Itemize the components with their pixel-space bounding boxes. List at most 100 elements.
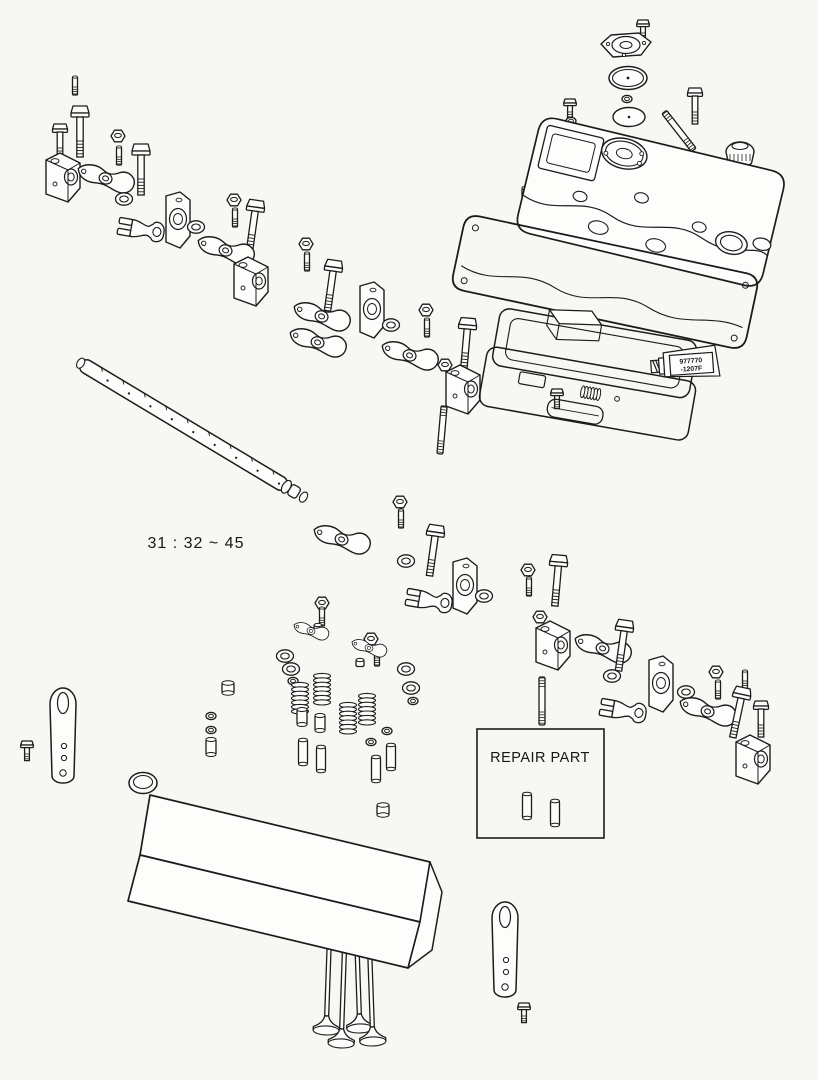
part-cap3: [355, 657, 365, 668]
part-rocker: [313, 525, 371, 555]
part-eye: [491, 901, 519, 998]
part-guide: [370, 754, 382, 784]
part-bracket44: [452, 557, 478, 615]
part-guide: [549, 798, 561, 828]
part-washer: [602, 669, 622, 683]
part-studS: [71, 75, 79, 96]
part-fork: [116, 216, 165, 243]
part-boltL: [245, 198, 266, 252]
part-boltL: [457, 316, 478, 370]
part-pedestal: [445, 364, 481, 415]
part-lifter: [314, 713, 326, 733]
part-boltS: [636, 19, 650, 41]
sealant-tube-number: 977770: [679, 357, 702, 366]
part-studS: [741, 669, 749, 690]
part-nut: [226, 193, 242, 207]
part-studS: [115, 145, 123, 166]
part-rocker: [293, 302, 351, 332]
part-boltL: [131, 143, 151, 196]
repair-part-border: [476, 728, 605, 839]
part-studS: [303, 251, 311, 272]
part-ringS: [287, 676, 299, 686]
part-nut: [110, 129, 126, 143]
part-guide: [521, 791, 533, 821]
part-plate57: [600, 32, 652, 58]
part-washer: [474, 589, 494, 603]
part-spring: [338, 701, 358, 735]
part-nut: [298, 237, 314, 251]
valve-cover: [516, 117, 785, 287]
part-boltL: [728, 685, 752, 739]
repair-part-box: REPAIR PART: [476, 728, 605, 839]
part-studL: [436, 405, 448, 455]
part-rocker: [289, 328, 347, 358]
part-ringS: [205, 725, 217, 735]
part-valve: [327, 944, 355, 1049]
part-eye: [49, 687, 77, 784]
part-spring: [312, 672, 332, 706]
part-washer: [396, 554, 416, 568]
part-pedestal: [233, 256, 269, 307]
part-nut: [520, 563, 536, 577]
repair-part-title: REPAIR PART: [490, 750, 590, 766]
part-ringS: [621, 94, 633, 104]
part-washer: [381, 318, 401, 332]
part-bracket44: [165, 191, 191, 249]
part-studS: [714, 679, 722, 700]
part-fork: [404, 587, 453, 614]
part-bracket44: [359, 281, 385, 339]
part-studS: [423, 317, 431, 338]
part-nut: [418, 303, 434, 317]
rocker-shaft: [75, 357, 309, 503]
part-rocker: [197, 236, 255, 266]
part-studS: [397, 508, 405, 529]
part-spring: [357, 692, 377, 726]
part-cupplug: [128, 771, 158, 795]
part-ringS: [381, 726, 393, 736]
part-valve: [312, 931, 340, 1036]
part-washer: [186, 220, 206, 234]
part-boltM: [752, 700, 770, 738]
part-guide: [385, 742, 397, 772]
cover-gasket: [451, 215, 759, 349]
part-pedestal: [535, 620, 571, 671]
part-nut: [437, 358, 453, 372]
part-boltM: [686, 87, 704, 125]
part-studS: [231, 207, 239, 228]
part-guide: [315, 744, 327, 774]
part-fork: [598, 697, 647, 724]
part-smallplug: [376, 802, 390, 818]
part-lifter: [296, 707, 308, 727]
part-boltL: [323, 258, 344, 312]
part-nut: [532, 610, 548, 624]
part-studS: [525, 576, 533, 597]
part-ringS: [365, 737, 377, 747]
part-rocker: [77, 164, 135, 194]
part-washer: [676, 685, 696, 699]
part-ringS: [205, 711, 217, 721]
plate-spring: [580, 385, 602, 401]
part-smallplug: [221, 680, 235, 696]
part-valve: [346, 929, 374, 1034]
part-boltS: [550, 388, 564, 410]
part-rockerS: [351, 639, 388, 658]
part-studL: [661, 110, 697, 152]
part-studL: [538, 676, 546, 726]
part-boltS: [20, 740, 34, 762]
part-disc56: [612, 106, 646, 128]
part-washer: [401, 681, 421, 695]
part-ringS: [407, 696, 419, 706]
part-washer: [114, 192, 134, 206]
part-nut: [708, 665, 724, 679]
part-washer: [275, 649, 295, 663]
cylinder-head: [127, 794, 443, 969]
group-caption: 31 : 32 ~ 45: [148, 535, 245, 552]
part-bracket44: [648, 655, 674, 713]
part-pedestal: [45, 152, 81, 203]
part-boltS: [517, 1002, 531, 1024]
part-nut: [314, 596, 330, 610]
part-guide: [297, 737, 309, 767]
part-lifter: [205, 737, 217, 757]
part-boltL: [548, 553, 569, 607]
